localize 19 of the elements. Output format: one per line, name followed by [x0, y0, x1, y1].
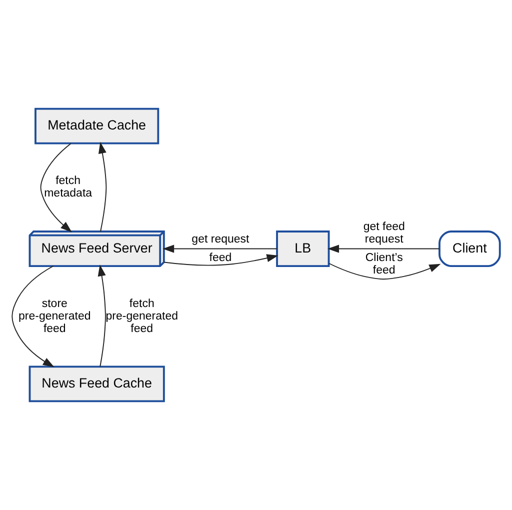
arrow [328, 262, 441, 280]
edge-label: get feed request [363, 221, 405, 246]
arrow [98, 142, 107, 232]
arrow [164, 254, 278, 266]
arrow [98, 264, 106, 368]
edge-label: fetch pre-generated feed [106, 298, 178, 335]
edge-label: store pre-generated feed [18, 298, 91, 335]
edge-label: Client’s feed [365, 252, 403, 276]
node-box: Metadate Cache [34, 108, 160, 144]
node-box: LB [276, 230, 330, 267]
node-box: Client [438, 230, 501, 267]
arrow [12, 266, 54, 368]
arrow [328, 244, 440, 253]
edge-label: get request [192, 234, 250, 246]
node-box: News Feed Cache [28, 366, 165, 402]
edge-label: fetch metadata [44, 175, 92, 200]
arrow [40, 142, 72, 232]
edge-label: feed [209, 252, 232, 264]
arrow [162, 244, 278, 253]
